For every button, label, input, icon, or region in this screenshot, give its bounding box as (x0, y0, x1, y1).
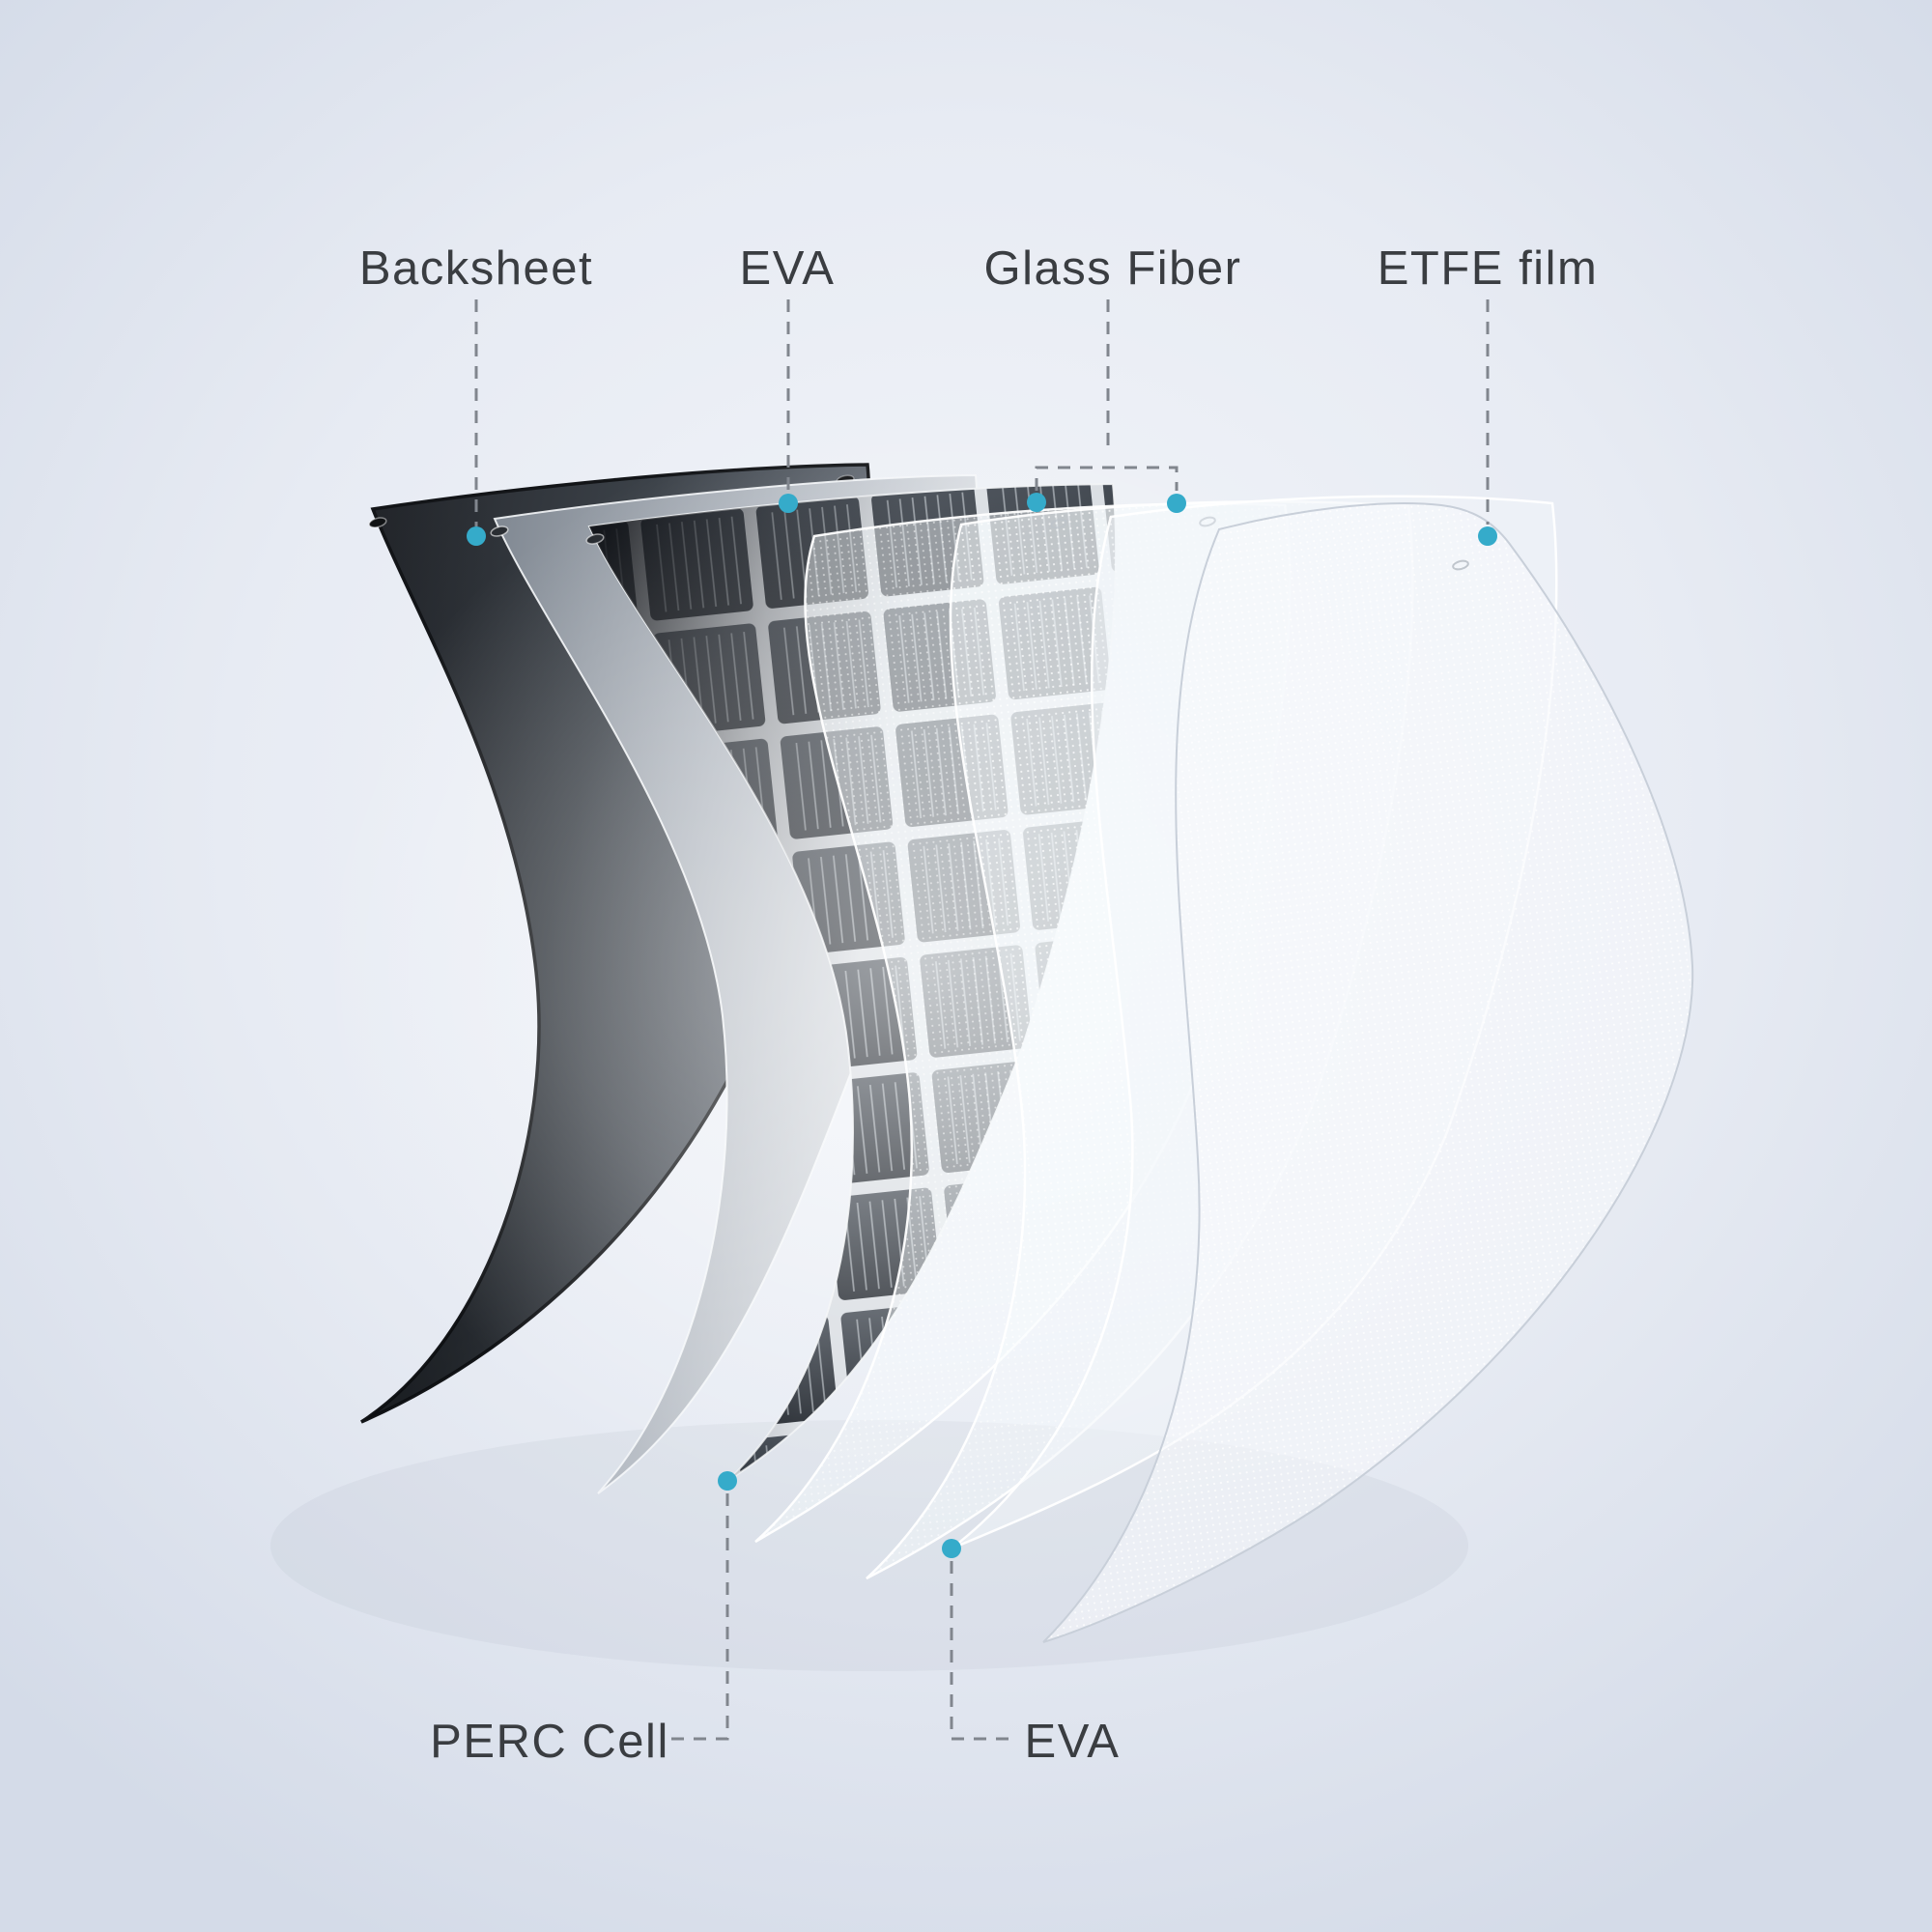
label-perc-cell: PERC Cell (430, 1716, 669, 1768)
label-glass-fiber: Glass Fiber (983, 242, 1242, 295)
mounting-hole (368, 517, 387, 528)
label-etfe-film: ETFE film (1377, 242, 1599, 295)
marker-dot-glass-fiber-2 (1167, 494, 1186, 513)
sheet-etfe-film (1042, 501, 1694, 1643)
layer-sheets (309, 415, 1694, 1643)
marker-dot-eva-bottom (942, 1539, 961, 1558)
marker-dot-etfe (1478, 526, 1497, 546)
marker-dot-eva-top (779, 494, 798, 513)
leader-perc (669, 1493, 729, 1741)
mounting-hole (1452, 559, 1469, 571)
leader-eva-bottom (950, 1561, 1018, 1741)
marker-dot-perc (718, 1471, 737, 1491)
leader-glass-fiber-bracket (1035, 466, 1179, 491)
leader-lines (474, 299, 1490, 1741)
label-eva-bottom: EVA (1024, 1716, 1121, 1768)
label-backsheet: Backsheet (358, 242, 594, 295)
marker-dot-glass-fiber-1 (1027, 493, 1046, 512)
label-eva-top: EVA (739, 242, 836, 295)
marker-dots (467, 493, 1497, 1558)
mounting-hole (490, 526, 509, 537)
marker-dot-backsheet (467, 526, 486, 546)
